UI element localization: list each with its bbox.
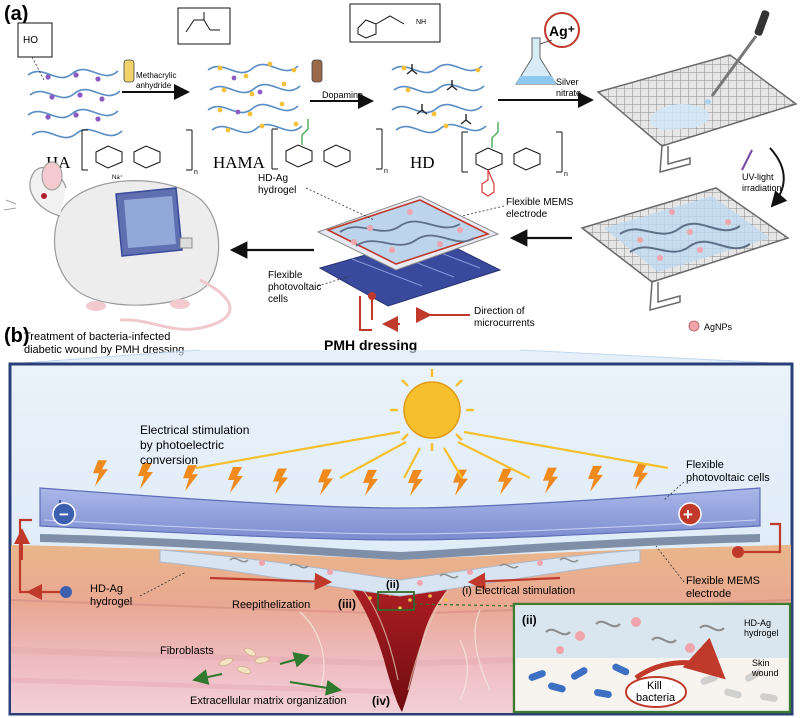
panel-b: (b) bbox=[4, 325, 794, 716]
hd-subscript-n: n bbox=[564, 171, 568, 178]
pmh-dressing-title: PMH dressing bbox=[324, 337, 417, 353]
reagent-tube-1 bbox=[123, 59, 135, 83]
silver-nitrate-line-2: nitrate bbox=[556, 88, 581, 98]
dressing-pv-line-3: cells bbox=[268, 294, 288, 305]
minus-sign: − bbox=[59, 505, 69, 524]
kill-bubble bbox=[625, 676, 687, 708]
silver-nitrate-line-1: Silver bbox=[556, 77, 579, 87]
inset-hydrogel-line-1: HD-Ag bbox=[744, 618, 771, 628]
mesh-electrode-top bbox=[596, 10, 798, 173]
pv-label-line-1: Flexible bbox=[686, 459, 724, 471]
panel-a-label: (a) bbox=[4, 3, 28, 25]
hd-ag-hydrogel bbox=[325, 199, 491, 265]
dressing-pv-line-2: photovoltaic bbox=[268, 282, 321, 293]
silver-nitrate-step: Ag⁺ Silver nitrate bbox=[498, 12, 594, 108]
hama-label: HAMA bbox=[213, 153, 266, 172]
microcurrent-line-2: microcurrents bbox=[474, 318, 535, 329]
mems-label-line-1: Flexible MEMS bbox=[686, 575, 760, 587]
hama-structure: n bbox=[271, 119, 388, 175]
uv-line-1: UV-light bbox=[742, 172, 774, 182]
dopamine-step: Dopamine bbox=[310, 59, 374, 109]
methacrylic-line-2: anhydride bbox=[136, 81, 172, 90]
methacrylic-line-1: Methacrylic bbox=[136, 71, 176, 80]
dressing-mems-line-2: electrode bbox=[506, 209, 548, 220]
fibroblast-cells bbox=[219, 647, 270, 674]
step-iv-text: Extracellular matrix organization bbox=[190, 695, 347, 707]
ha-polymer: HO bbox=[17, 22, 123, 139]
ha-subscript-n: n bbox=[194, 169, 198, 176]
methacrylic-anhydride-step: Methacrylic anhydride bbox=[122, 59, 190, 100]
pv-label-line-2: photovoltaic cells bbox=[686, 472, 770, 484]
inset-wound-line-2: wound bbox=[751, 668, 779, 678]
hama-subscript-n: n bbox=[384, 168, 388, 175]
plus-terminal bbox=[678, 502, 702, 526]
mouse-illustration bbox=[3, 161, 232, 331]
es-title-line-1: Electrical stimulation bbox=[140, 423, 249, 437]
sun-disc bbox=[403, 381, 461, 439]
agnps-legend-dot bbox=[688, 320, 700, 332]
pmh-dressing bbox=[316, 195, 502, 332]
microcurrent-line-1: Direction of bbox=[474, 306, 525, 317]
step-iv-num: (iv) bbox=[372, 694, 390, 708]
inset-ii: Kill bacteria (ii) HD-Ag hydrogel Skin w… bbox=[512, 602, 792, 714]
electrode-node-left bbox=[60, 586, 72, 598]
wound bbox=[346, 580, 458, 712]
sun bbox=[195, 369, 669, 479]
pv-cell-sheet bbox=[39, 487, 761, 541]
ha-na-label: Na⁺ bbox=[112, 174, 123, 181]
inset-wound-line-1: Skin bbox=[752, 658, 770, 668]
mems-electrode-sheet bbox=[40, 534, 760, 560]
arrow-uv bbox=[769, 147, 788, 208]
step-iii-num: (iii) bbox=[338, 597, 356, 611]
dressing-mems-line-1: Flexible MEMS bbox=[506, 197, 574, 208]
step-ii-box bbox=[377, 591, 415, 611]
ho-inset-box bbox=[17, 22, 53, 58]
hd-label: HD bbox=[410, 153, 435, 172]
electrode-node-right bbox=[732, 546, 744, 558]
minus-terminal bbox=[52, 502, 76, 526]
hydrogel-label-line-1: HD-Ag bbox=[90, 583, 123, 595]
dressing-hydrogel-line-1: HD-Ag bbox=[258, 173, 288, 184]
ag-ion-label: Ag⁺ bbox=[549, 23, 575, 39]
ha-structure: n Na⁺ bbox=[81, 129, 198, 181]
dopamine-label: Dopamine bbox=[322, 90, 363, 100]
ag-ion-circle bbox=[544, 12, 580, 48]
mems-label-line-2: electrode bbox=[686, 588, 731, 600]
fibroblasts-label: Fibroblasts bbox=[160, 645, 214, 657]
mesh-electrode-hydrogel bbox=[580, 187, 790, 311]
dressing-hydrogel-line-2: hydrogel bbox=[258, 185, 296, 196]
mesh-grid bbox=[596, 54, 798, 147]
step-i-label: (i) Electrical stimulation bbox=[462, 585, 575, 597]
mouse-caption-line-1: Treatment of bacteria-infected bbox=[24, 331, 170, 343]
kill-arrow bbox=[634, 637, 726, 681]
panel-b-label: (b) bbox=[4, 325, 30, 347]
agnps-label: AgNPs bbox=[704, 322, 733, 332]
inset-label: (ii) bbox=[522, 613, 537, 627]
uv-line-2: irradiation bbox=[742, 183, 782, 193]
inset-hydrogel-line-2: hydrogel bbox=[744, 628, 779, 638]
hd-polymer: NH bbox=[349, 3, 487, 134]
hydrogel-label-line-2: hydrogel bbox=[90, 596, 132, 608]
hama-polymer bbox=[177, 7, 303, 134]
step-iii-text: Reepithelization bbox=[232, 599, 310, 611]
dressing-pv-line-1: Flexible bbox=[268, 270, 303, 281]
uv-step: UV-light irradiation bbox=[741, 147, 788, 208]
hd-structure: n bbox=[461, 122, 568, 197]
kill-line-1: Kill bbox=[647, 680, 662, 692]
hd-inset-box bbox=[349, 3, 441, 43]
kill-line-2: bacteria bbox=[636, 692, 676, 704]
mouse-caption-line-2: diabetic wound by PMH dressing bbox=[24, 344, 184, 356]
reagent-tube-2 bbox=[311, 59, 323, 83]
es-title-line-3: conversion bbox=[140, 453, 198, 467]
step-ii-label: (ii) bbox=[386, 579, 400, 591]
ho-group-label: HO bbox=[23, 35, 38, 46]
es-title-line-2: by photoelectric bbox=[140, 438, 224, 452]
plus-sign: + bbox=[683, 505, 693, 524]
nh-group-label: NH bbox=[416, 19, 426, 26]
panel-a: (a) HO HA n Na⁺ bbox=[3, 3, 798, 356]
